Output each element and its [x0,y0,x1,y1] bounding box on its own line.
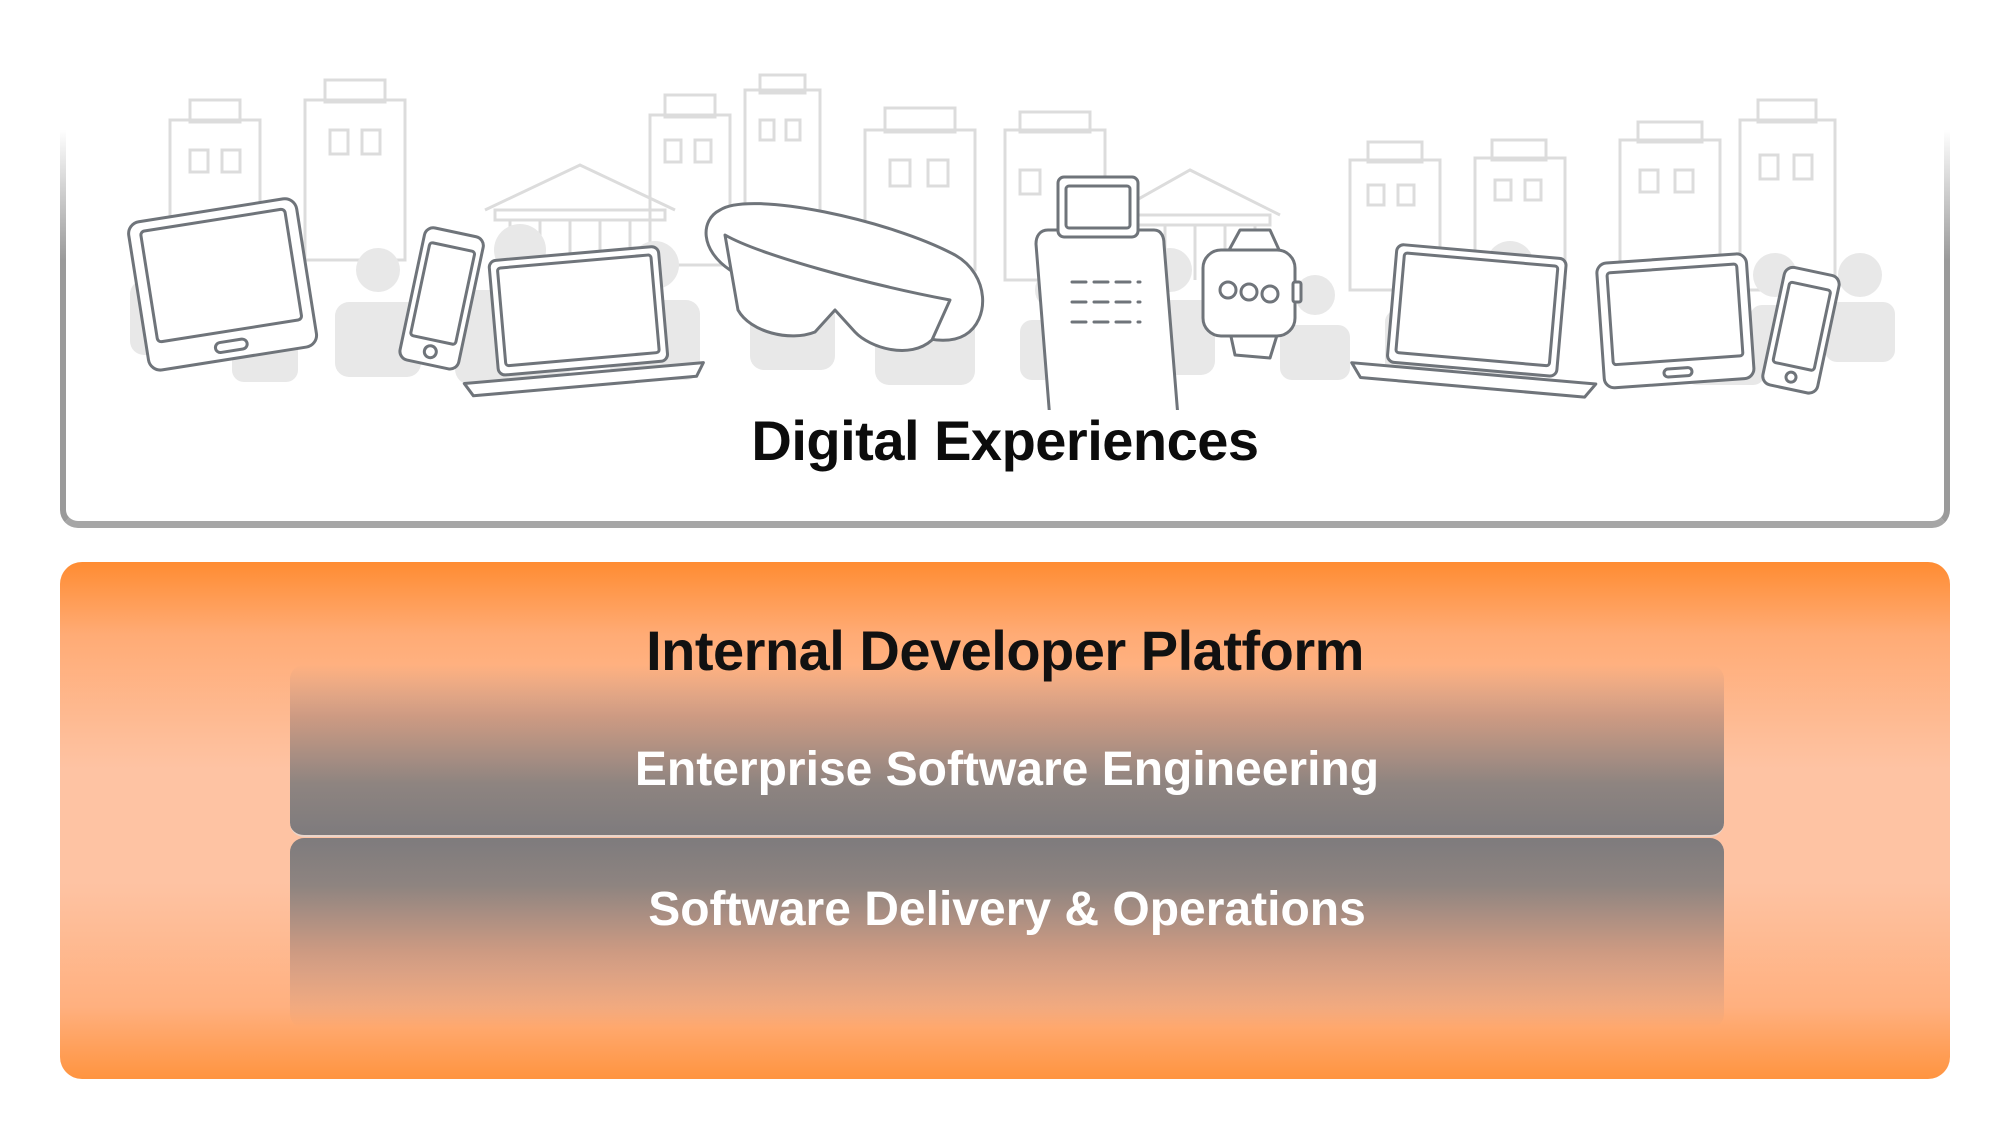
tablet-icon [1595,252,1756,390]
laptop-icon [462,245,705,398]
building-icon [648,93,732,267]
layer-label: Enterprise Software Engineering [634,743,1380,796]
layer-label: Software Delivery & Operations [648,883,1366,936]
vr-headset-icon [704,202,985,352]
enterprise-software-engineering-layer: Enterprise Software Engineering [290,665,1724,837]
tablet-icon [127,197,319,372]
devices-illustration [127,73,1895,410]
person-icon [1825,253,1895,362]
kiosk-icon [1034,175,1179,410]
smartwatch-icon [1201,228,1303,360]
digital-experiences-title: Digital Experiences [751,409,1259,472]
phone-icon [398,226,485,371]
phone-icon [1761,265,1841,395]
laptop-icon [1350,243,1598,399]
internal-developer-platform-title: Internal Developer Platform [646,619,1364,682]
building-icon [303,78,407,262]
software-delivery-operations-layer: Software Delivery & Operations [290,838,1724,1028]
person-icon [1280,275,1350,380]
person-icon [335,248,421,377]
